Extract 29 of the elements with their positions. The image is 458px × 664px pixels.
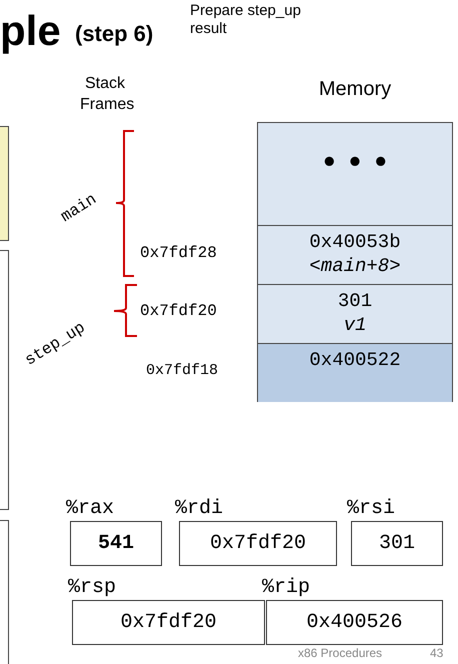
cell-note: <main+8> [309, 255, 401, 277]
cell-value: 301 [338, 289, 372, 314]
register-box: 301 [351, 521, 443, 566]
memory-cell [258, 343, 452, 402]
address-label: 0x7fdf18 [146, 363, 218, 380]
register-name: %rip [262, 577, 310, 599]
address-label: 0x7fdf28 [140, 245, 217, 263]
panel-box [0, 126, 9, 241]
register-box: 0x400526 [266, 600, 443, 645]
title: ple [0, 8, 61, 54]
register-name: %rsp [68, 577, 116, 599]
frame-label: main [58, 191, 100, 226]
footer-text: x86 Procedures [298, 647, 382, 660]
cell-value: 0x400522 [309, 348, 401, 373]
panel-box [0, 250, 9, 510]
register-name: %rdi [175, 498, 224, 520]
register-name: %rax [66, 498, 114, 520]
note-text: Prepare step_up result [190, 2, 302, 38]
register-box: 541 [70, 521, 162, 566]
register-box: 0x7fdf20 [179, 521, 337, 566]
register-box: 0x7fdf20 [72, 600, 265, 645]
register-name: %rsi [347, 498, 396, 520]
cell-value: 0x40053b [309, 230, 401, 255]
cell-note: v1 [344, 314, 366, 336]
ellipsis: • • • [321, 150, 389, 176]
address-label: 0x7fdf20 [140, 303, 217, 321]
step-subtitle: (step 6) [75, 22, 154, 46]
column-heading: Memory [318, 78, 392, 101]
page-number: 43 [430, 647, 444, 660]
